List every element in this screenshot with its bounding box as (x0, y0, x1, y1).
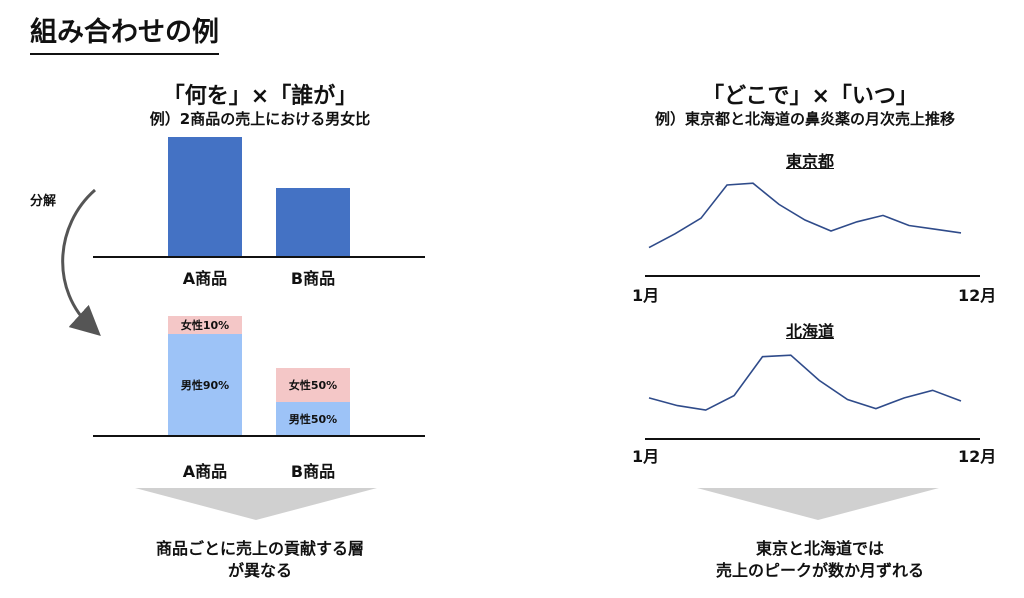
tokyo-line-chart (648, 182, 962, 249)
bottom-label-b: B商品 (290, 462, 336, 481)
bar-b-total (276, 188, 350, 256)
hokkaido-chart-title: 北海道 (785, 322, 834, 341)
left-subheading: 例）2商品の売上における男女比 (149, 110, 371, 128)
top-label-a: A商品 (182, 269, 228, 288)
hokkaido-x-end: 12月 (958, 447, 997, 466)
tokyo-axis (645, 275, 980, 277)
hokkaido-line-chart (648, 354, 962, 411)
left-down-triangle (135, 488, 377, 520)
bar-b-male: 男性50% (276, 402, 350, 435)
right-heading: 「どこで」×「いつ」 (702, 84, 918, 109)
tokyo-series-line (648, 182, 962, 249)
decompose-arrow (61, 188, 101, 337)
bottom-label-a: A商品 (182, 462, 228, 481)
right-subheading: 例）東京都と北海道の鼻炎薬の月次売上推移 (654, 110, 955, 128)
left-conclusion-line2: が異なる (227, 561, 292, 580)
hokkaido-x-start: 1月 (632, 447, 660, 466)
tokyo-x-end: 12月 (958, 286, 997, 305)
bar-b-female: 女性50% (276, 368, 350, 402)
bar-a-total (168, 137, 242, 256)
hokkaido-axis (645, 438, 980, 440)
bottom-baseline (93, 435, 425, 437)
bar-a-female: 女性10% (168, 316, 242, 334)
top-baseline (93, 256, 425, 258)
page-title: 組み合わせの例 (30, 10, 219, 55)
left-heading: 「何を」×「誰が」 (162, 84, 358, 109)
bar-a-male: 男性90% (168, 334, 242, 435)
tokyo-chart-title: 東京都 (785, 152, 834, 171)
right-conclusion-line2: 売上のピークが数か月ずれる (715, 561, 924, 580)
top-label-b: B商品 (290, 269, 336, 288)
right-conclusion-line1: 東京と北海道では (755, 539, 884, 558)
right-down-triangle (697, 488, 939, 520)
decompose-label: 分解 (30, 194, 57, 209)
right-conclusion: 東京と北海道では 売上のピークが数か月ずれる (660, 538, 980, 582)
hokkaido-series-line (648, 354, 962, 411)
tokyo-x-start: 1月 (632, 286, 660, 305)
left-conclusion-line1: 商品ごとに売上の貢献する層 (155, 539, 364, 558)
left-conclusion: 商品ごとに売上の貢献する層 が異なる (100, 538, 420, 582)
